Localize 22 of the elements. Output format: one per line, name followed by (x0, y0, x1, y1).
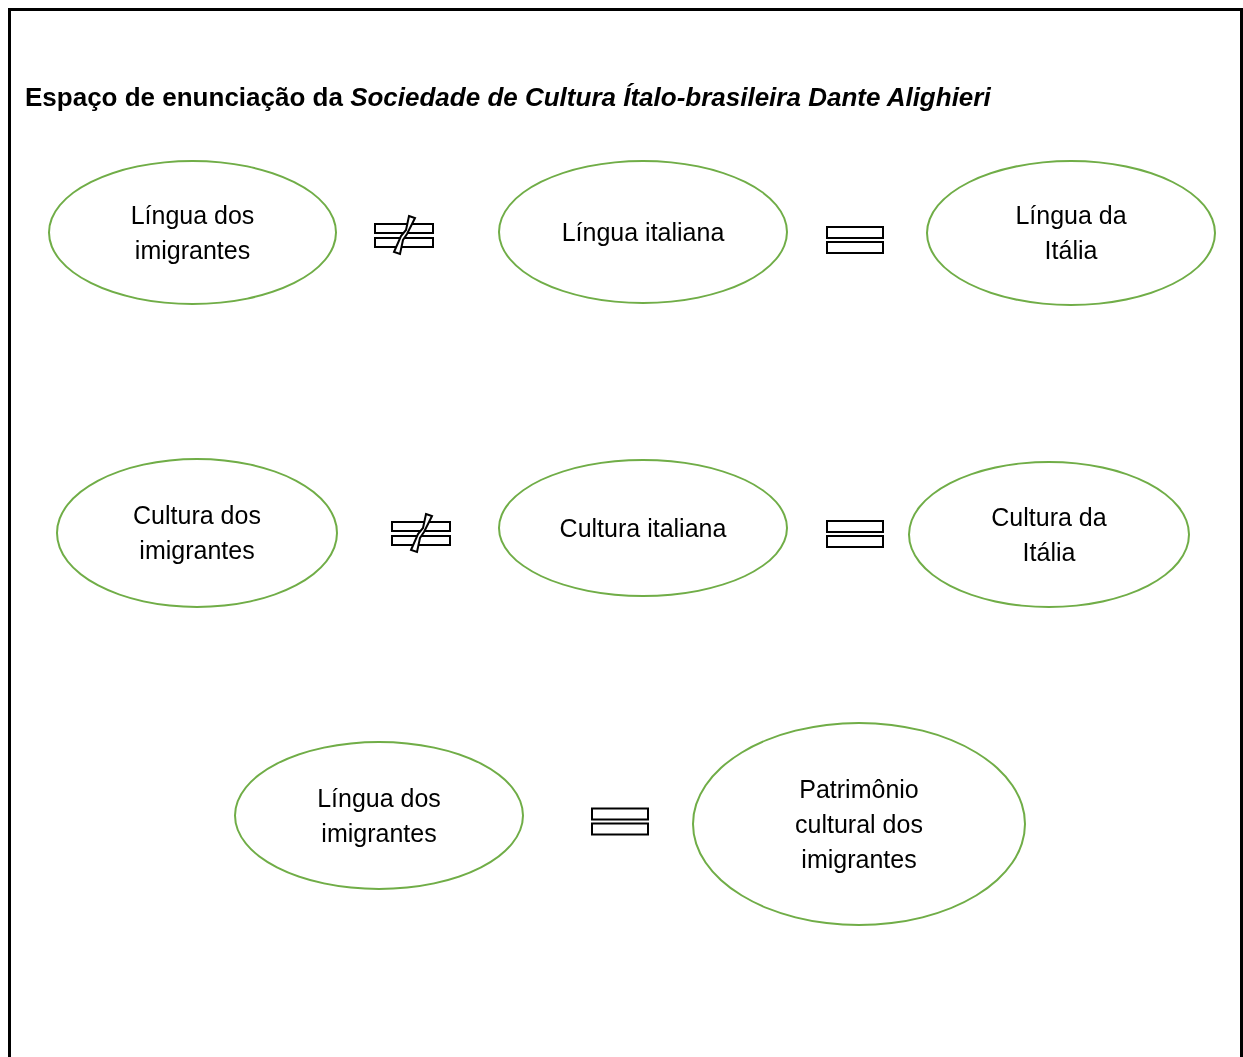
node-text: Língua dos imigrantes (129, 199, 256, 266)
ellipse-node (908, 461, 1190, 608)
ellipse-node (692, 722, 1026, 926)
ellipse-node (498, 160, 788, 304)
ellipse-node (234, 741, 524, 890)
ellipse-node (48, 160, 337, 305)
equals-sign (826, 519, 884, 549)
node-text: Língua da Itália (1014, 200, 1128, 266)
node-text: Cultura da Itália (990, 501, 1108, 568)
not-equal-sign (373, 214, 435, 256)
ellipse-node (926, 160, 1216, 306)
node-text: Cultura italiana (559, 512, 727, 544)
node-text: Língua dos imigrantes (316, 782, 442, 849)
ellipse-node (498, 459, 788, 597)
not-equal-sign (390, 512, 452, 554)
node-text: Língua italiana (561, 216, 725, 248)
title: Espaço de enunciação da Sociedade de Cultura Ítalo-brasileira Dante Alighieri (25, 82, 991, 113)
node-text: Patrimônio cultural dos imigrantes (794, 773, 924, 875)
equals-sign (591, 806, 649, 837)
ellipse-node (56, 458, 338, 608)
node-text: Cultura dos imigrantes (132, 500, 262, 566)
equals-sign (826, 225, 884, 255)
